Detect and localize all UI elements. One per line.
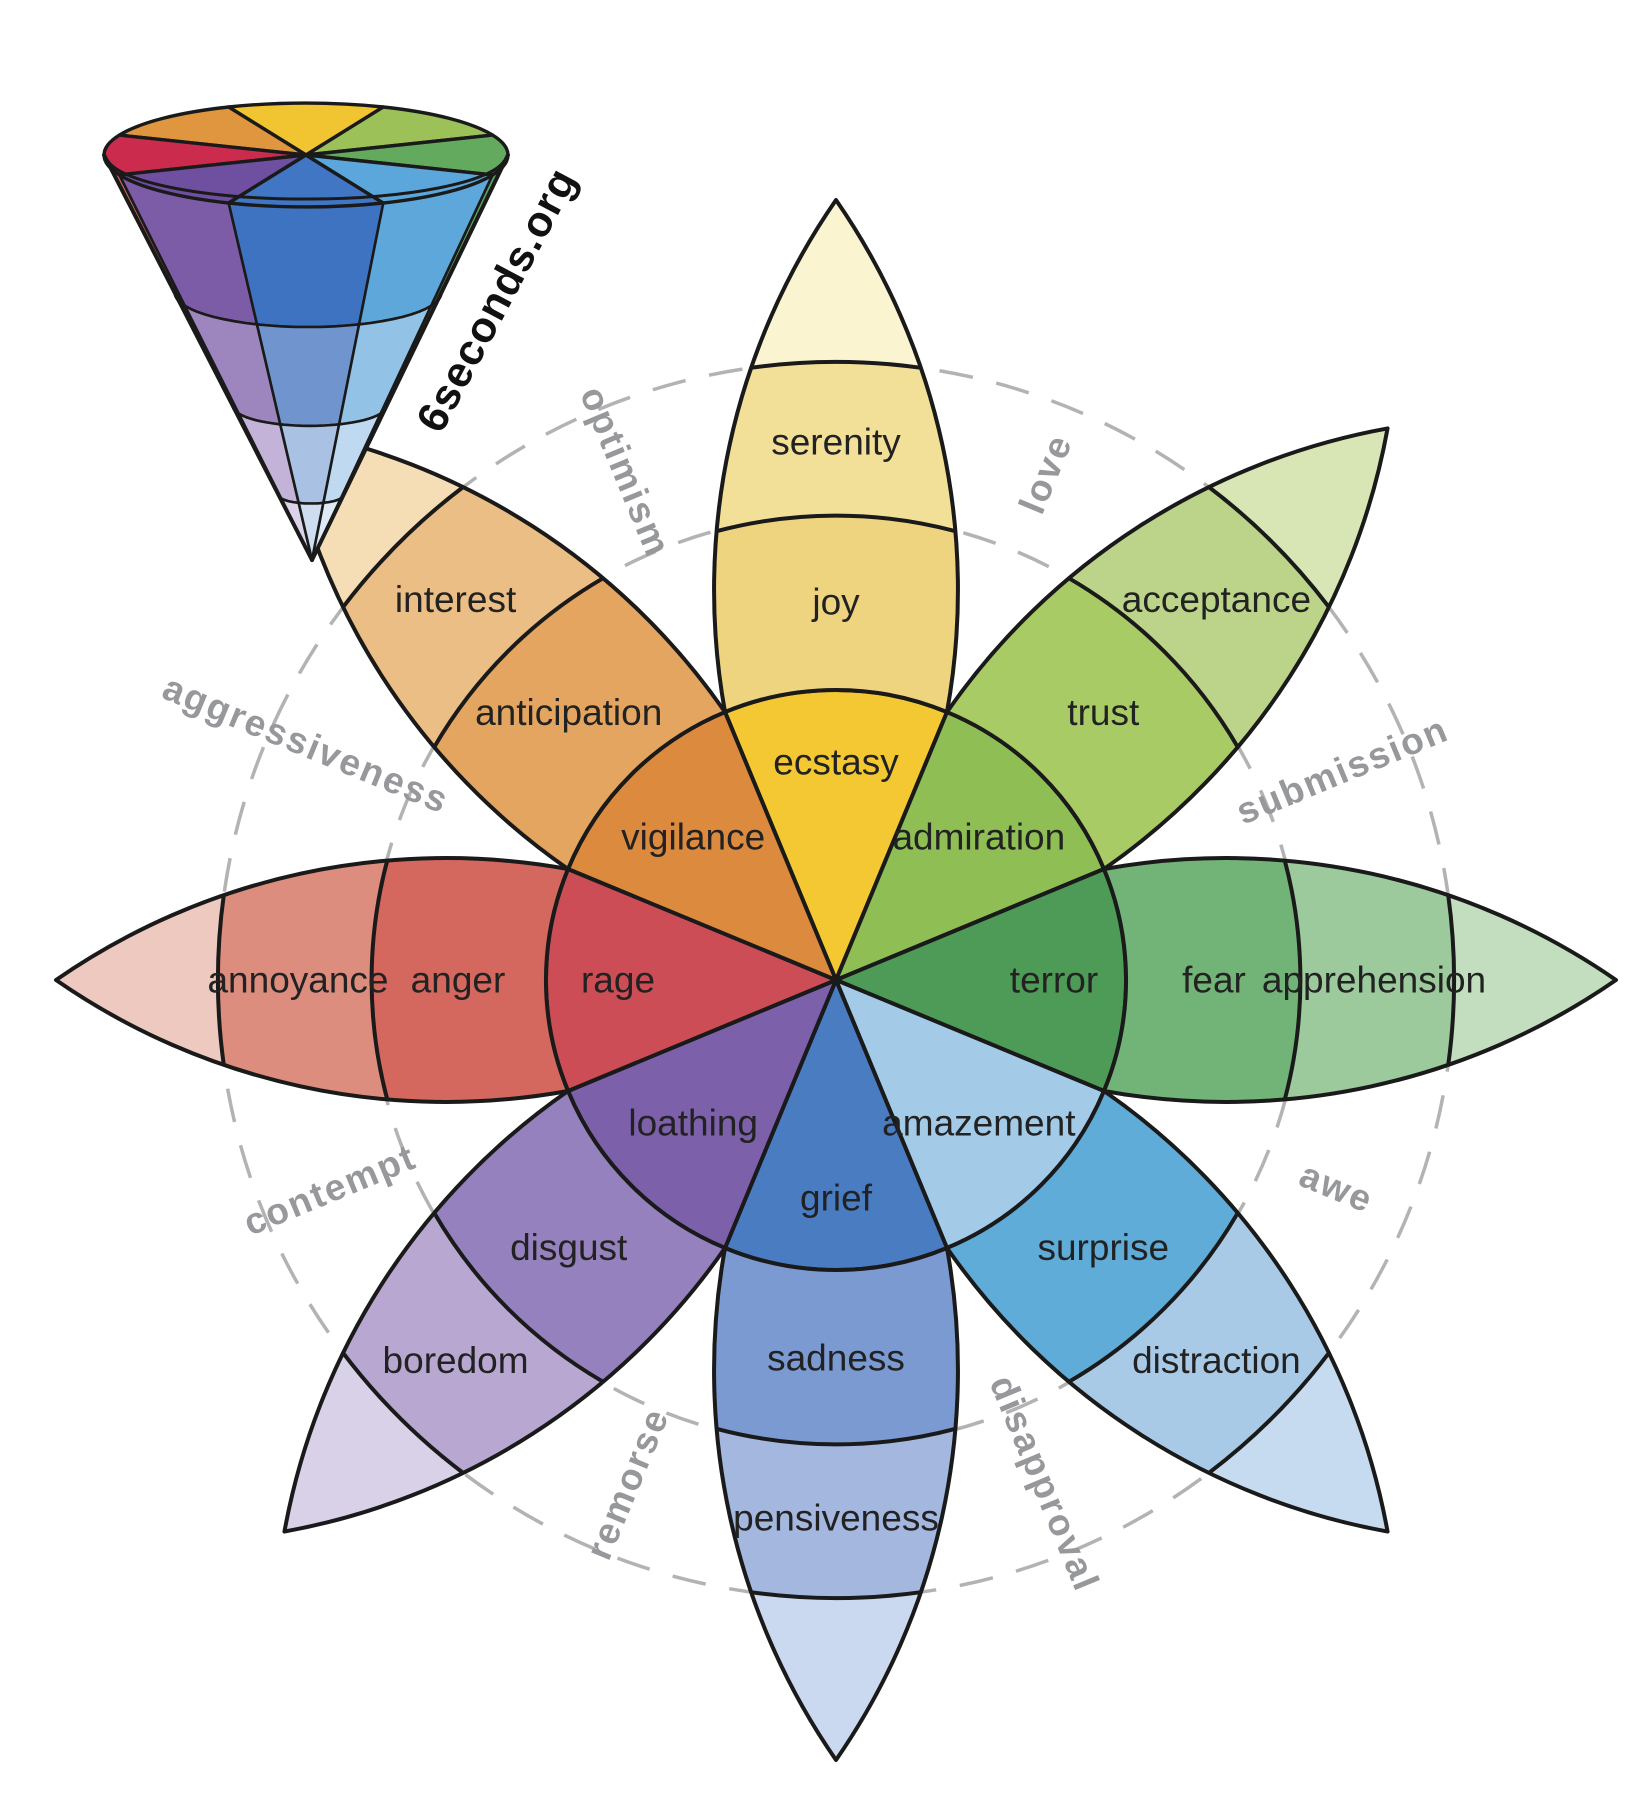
petal-outline-surprise: [945, 1089, 1390, 1534]
petal-joy: [714, 200, 958, 713]
petal-anticipation: [282, 426, 727, 871]
petal-outline-trust: [945, 426, 1390, 871]
emotion-label-joy: joy: [811, 582, 860, 623]
cone-top-wedge-yellow_green: [304, 105, 495, 157]
emotion-label-disgust: disgust: [510, 1227, 628, 1268]
emotion-label-sadness: sadness: [767, 1338, 905, 1379]
cone-top-wedge-light_blue: [304, 153, 495, 205]
petal-band-sadness: [714, 1247, 958, 1445]
emotion-label-amazement: amazement: [882, 1102, 1076, 1143]
emotion-label-distraction: distraction: [1132, 1340, 1301, 1381]
petal-surprise: [945, 1089, 1390, 1534]
emotion-label-fear: fear: [1182, 960, 1246, 1001]
band-boundary-arc: [716, 1426, 956, 1447]
petal-joy: [712, 198, 960, 715]
petal-band-joy: [714, 515, 958, 713]
petal-band-disgust: [284, 1091, 725, 1532]
petal-fear: [1103, 858, 1616, 1102]
emotion-labels: ecstasy joy serenity admiration trust accepta…: [207, 422, 1486, 1539]
emotion-label-annoyance: annoyance: [207, 960, 388, 1001]
band-boundary-arc: [1068, 1212, 1240, 1384]
band-boundary-arc: [341, 485, 465, 609]
emotion-label-vigilance: vigilance: [621, 817, 765, 858]
emotion-label-trust: trust: [1067, 692, 1140, 733]
petal-sadness: [712, 1245, 960, 1762]
petal-band-anger: [371, 858, 569, 1102]
emotion-label-ecstasy: ecstasy: [773, 742, 899, 783]
emotion-label-grief: grief: [800, 1178, 873, 1219]
petal-outline-fear: [1101, 856, 1618, 1104]
band-boundary-arc: [1207, 485, 1331, 609]
petal-anger: [54, 856, 571, 1104]
band-boundary-arc: [750, 1590, 922, 1601]
band-boundary-arc: [716, 513, 956, 534]
petal-outline-joy: [712, 198, 960, 715]
emotion-label-surprise: surprise: [1037, 1227, 1169, 1268]
emotion-label-serenity: serenity: [771, 422, 901, 463]
cone-top-wedge-purple: [117, 153, 308, 205]
petal-band-anticipation: [284, 428, 725, 869]
cone-silhouette-edge: [102, 153, 314, 562]
petal-trust: [947, 428, 1388, 869]
emotion-label-loathing: loathing: [628, 1102, 758, 1143]
cone-top-wedge-yellow: [227, 101, 385, 157]
cone-lip-arc: [106, 159, 506, 201]
band-boundary-arc: [432, 576, 604, 748]
band-boundary-arc: [750, 359, 922, 370]
band-boundary-arc: [1446, 894, 1457, 1066]
emotion-label-acceptance: acceptance: [1122, 579, 1311, 620]
petal-outline-anger: [54, 856, 571, 1104]
emotion-label-pensiveness: pensiveness: [733, 1498, 939, 1539]
cone-top-wedge-orange: [117, 105, 308, 157]
petal-outline-disgust: [282, 1089, 727, 1534]
emotion-label-rage: rage: [581, 960, 655, 1001]
emotion-label-boredom: boredom: [383, 1340, 529, 1381]
emotion-label-admiration: admiration: [892, 817, 1065, 858]
petal-surprise: [947, 1091, 1388, 1532]
petal-fear: [1101, 856, 1618, 1104]
band-boundary-arc: [369, 860, 390, 1100]
cone-top-wedge-blue: [227, 153, 385, 209]
petal-anger: [56, 858, 569, 1102]
emotion-label-terror: terror: [1010, 960, 1098, 1001]
petal-disgust: [282, 1089, 727, 1534]
petal-band-fear: [1103, 858, 1301, 1102]
petal-outline-sadness: [712, 1245, 960, 1762]
band-boundary-arc: [1282, 860, 1303, 1100]
emotion-label-interest: interest: [395, 579, 517, 620]
band-boundary-arc: [1207, 1351, 1331, 1475]
petal-sadness: [714, 1247, 958, 1760]
band-boundary-arc: [215, 894, 226, 1066]
band-boundary-arc: [1068, 576, 1240, 748]
petal-trust: [945, 426, 1390, 871]
petal-outline-anticipation: [282, 426, 727, 871]
cone-silhouette-edge: [310, 153, 510, 562]
emotion-label-apprehension: apprehension: [1262, 960, 1486, 1001]
band-boundary-arc: [341, 1351, 465, 1475]
petal-anticipation: [284, 428, 725, 869]
emotion-label-anticipation: anticipation: [475, 692, 662, 733]
petal-disgust: [284, 1091, 725, 1532]
emotion-label-anger: anger: [411, 960, 506, 1001]
band-boundary-arc: [432, 1212, 604, 1384]
